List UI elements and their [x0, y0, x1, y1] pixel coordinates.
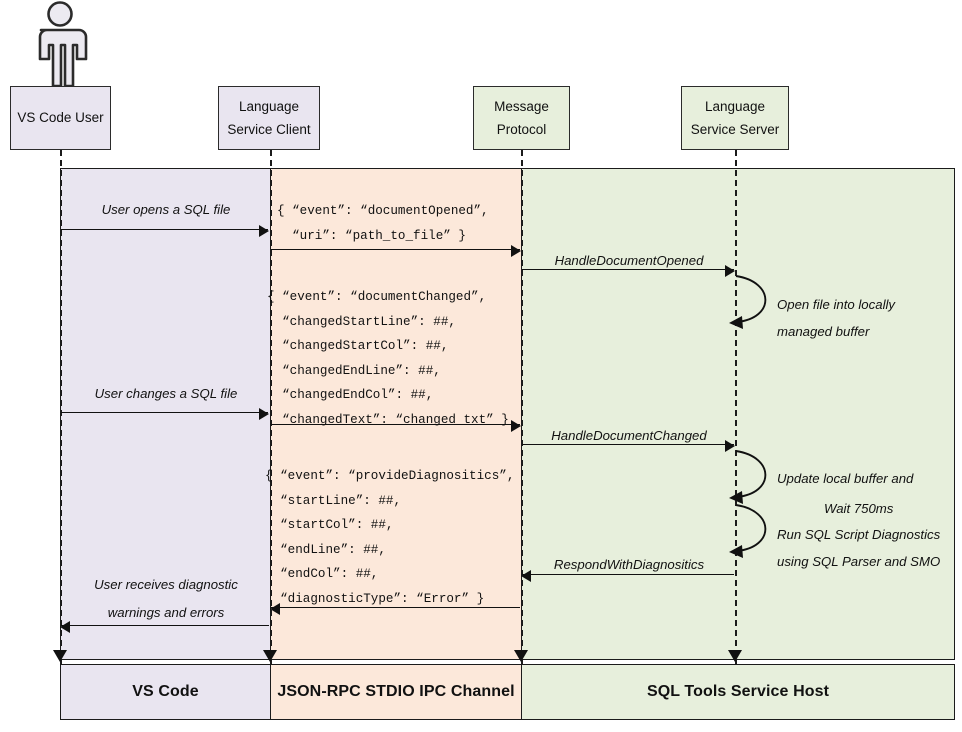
message-label-respond-with-diagnositics: RespondWithDiagnositics	[553, 557, 705, 572]
lifeline-box-vscode-user[interactable]: VS Code User	[10, 86, 111, 150]
message-label-user-changes-sql-file: User changes a SQL file	[94, 386, 238, 401]
message-label-user-receives-diagnostics-line2: warnings and errors	[107, 605, 225, 620]
message-label-handle-document-opened: HandleDocumentOpened	[554, 253, 704, 268]
message-arrow-respond-with-diagnositics	[521, 569, 734, 582]
payload-provide-diagnositics: { “event”: “provideDiagnositics”, “start…	[265, 469, 515, 606]
lifeline-label-line2: Protocol	[496, 122, 547, 137]
lifeline-box-language-service-client[interactable]: Language Service Client	[218, 86, 320, 150]
lifeline-label-line1: VS Code User	[17, 110, 104, 126]
message-label-user-opens-sql-file: User opens a SQL file	[101, 202, 231, 217]
footer-sql-tools-host[interactable]: SQL Tools Service Host	[521, 664, 955, 720]
band-sql-tools-host	[521, 168, 955, 660]
lifeline-box-language-service-server[interactable]: Language Service Server	[681, 86, 789, 150]
lifeline-message-protocol	[521, 150, 523, 666]
note-open-file-line1: Open file into locally	[777, 297, 896, 312]
payload-document-opened: { “event”: “documentOpened”, “uri”: “pat…	[277, 204, 489, 243]
note-update-buffer-line2: Wait 750ms	[824, 501, 894, 516]
lifeline-box-message-protocol[interactable]: Message Protocol	[473, 86, 570, 150]
lifeline-language-service-client	[270, 150, 272, 666]
stick-figure-actor	[38, 1, 88, 88]
message-arrow-diagnostics-to-client	[270, 602, 520, 615]
message-arrow-handle-document-opened	[522, 264, 735, 277]
lifeline-vscode-user	[60, 150, 62, 666]
message-arrow-handle-document-changed	[522, 439, 735, 452]
message-arrow-document-opened-to-protocol	[271, 244, 521, 257]
message-arrow-document-changed-to-protocol	[271, 419, 521, 432]
footer-label: VS Code	[132, 683, 199, 700]
note-run-diagnostics-line1: Run SQL Script Diagnostics	[777, 527, 941, 542]
message-label-user-receives-diagnostics-line1: User receives diagnostic	[94, 577, 238, 592]
footer-label: JSON-RPC STDIO IPC Channel	[277, 683, 515, 700]
lifeline-label-line2: Service Server	[690, 122, 780, 137]
footer-label: SQL Tools Service Host	[646, 683, 830, 700]
note-run-diagnostics-line2: using SQL Parser and SMO	[777, 554, 941, 569]
footer-vs-code[interactable]: VS Code	[60, 664, 271, 720]
note-update-buffer-line1: Update local buffer and	[777, 471, 914, 486]
message-label-handle-document-changed: HandleDocumentChanged	[551, 428, 707, 443]
note-open-file-line2: managed buffer	[777, 324, 870, 339]
lifeline-label-line1: Language	[238, 98, 300, 114]
footer-json-rpc[interactable]: JSON-RPC STDIO IPC Channel	[270, 664, 522, 720]
lifeline-label-line1: Language	[704, 98, 766, 114]
lifeline-label-line1: Message	[494, 98, 549, 114]
message-arrow-user-opens-sql-file	[61, 224, 269, 237]
payload-document-changed: { “event”: “documentChanged”, “changedSt…	[267, 290, 509, 427]
message-arrow-user-changes-sql-file	[61, 407, 269, 420]
band-vs-code	[60, 168, 271, 660]
message-arrow-user-receives-diagnostics	[60, 620, 269, 633]
lifeline-language-service-server	[735, 150, 737, 666]
lifeline-label-line2: Service Client	[227, 122, 311, 137]
